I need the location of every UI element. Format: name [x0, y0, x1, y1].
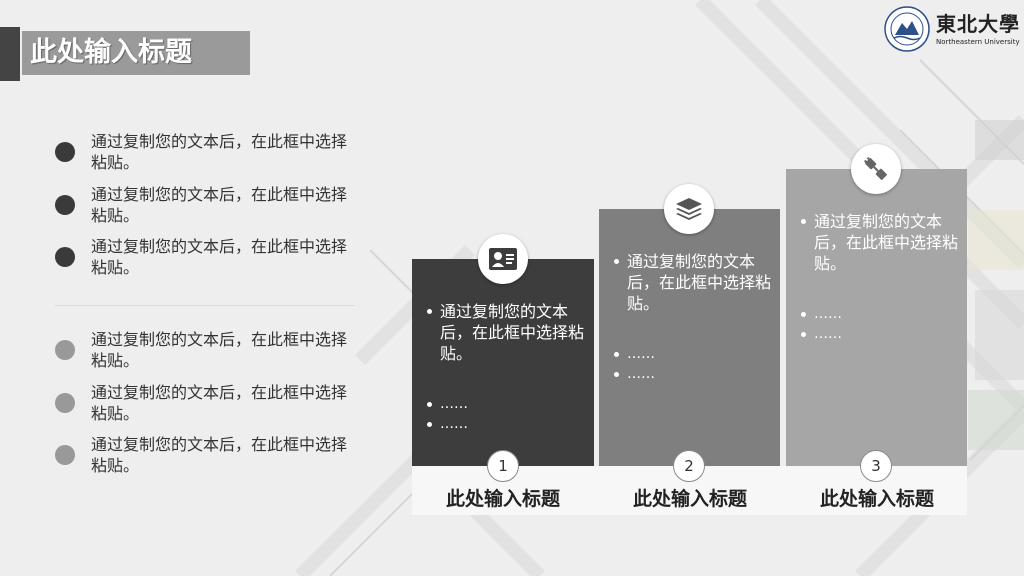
step-card-bullet: ……	[800, 324, 959, 344]
step-card-bullet: ……	[426, 414, 586, 434]
step-card-bullet: ……	[800, 304, 959, 324]
step-title-3: 此处输入标题	[819, 488, 934, 510]
step-card-bullet: ……	[613, 344, 772, 364]
step-title-1: 此处输入标题	[445, 488, 560, 510]
step-card-1: 通过复制您的文本后，在此框中选择粘贴。 …… ……	[412, 234, 594, 466]
title-accent-bar	[0, 27, 20, 81]
step-card-bullet: ……	[613, 364, 772, 384]
bullet-dot	[55, 142, 75, 162]
list-item: 通过复制您的文本后，在此框中选择粘贴。	[55, 131, 355, 175]
list-item-text: 通过复制您的文本后，在此框中选择粘贴。	[91, 435, 348, 475]
step-card-list: 通过复制您的文本后，在此框中选择粘贴。 …… ……	[613, 251, 772, 384]
bullet-dot	[55, 445, 75, 465]
step-card-2: 通过复制您的文本后，在此框中选择粘贴。 …… ……	[599, 184, 780, 466]
step-card-text: 通过复制您的文本后，在此框中选择粘贴。	[426, 301, 586, 364]
list-item-text: 通过复制您的文本后，在此框中选择粘贴。	[91, 383, 348, 423]
university-name-en: Northeastern University	[936, 38, 1020, 46]
list-item-text: 通过复制您的文本后，在此框中选择粘贴。	[91, 237, 348, 277]
step-number-3: 3	[860, 450, 892, 482]
list-item: 通过复制您的文本后，在此框中选择粘贴。	[55, 382, 355, 426]
step-number-1: 1	[487, 450, 519, 482]
bullet-dot	[55, 393, 75, 413]
list-item: 通过复制您的文本后，在此框中选择粘贴。	[55, 329, 355, 373]
layers-icon	[676, 198, 702, 220]
list-item-text: 通过复制您的文本后，在此框中选择粘贴。	[91, 185, 348, 225]
user-card-icon	[489, 248, 517, 270]
step-card-list: 通过复制您的文本后，在此框中选择粘贴。 …… ……	[800, 211, 959, 344]
bullet-dot	[55, 247, 75, 267]
step-card-text: 通过复制您的文本后，在此框中选择粘贴。	[613, 251, 772, 314]
bullet-dot	[55, 195, 75, 215]
university-name-cn: 東北大學	[936, 12, 1020, 36]
list-item-text: 通过复制您的文本后，在此框中选择粘贴。	[91, 330, 348, 370]
step-title-2: 此处输入标题	[632, 488, 747, 510]
step-icon-circle	[664, 184, 714, 234]
list-item: 通过复制您的文本后，在此框中选择粘贴。	[55, 236, 355, 280]
step-icon-circle	[478, 234, 528, 284]
step-card-3: 通过复制您的文本后，在此框中选择粘贴。 …… ……	[786, 144, 967, 466]
step-number-2: 2	[673, 450, 705, 482]
list-item-text: 通过复制您的文本后，在此框中选择粘贴。	[91, 132, 348, 172]
step-card-list: 通过复制您的文本后，在此框中选择粘贴。 …… ……	[426, 301, 586, 434]
university-emblem-icon	[884, 6, 930, 52]
list-item: 通过复制您的文本后，在此框中选择粘贴。	[55, 434, 355, 478]
page-title: 此处输入标题	[22, 31, 250, 75]
plug-connect-icon	[863, 156, 887, 180]
step-icon-circle	[851, 144, 901, 194]
step-card-text: 通过复制您的文本后，在此框中选择粘贴。	[800, 211, 959, 274]
step-card-bullet: ……	[426, 394, 586, 414]
bullet-dot	[55, 340, 75, 360]
university-logo: 東北大學 Northeastern University	[884, 6, 1020, 52]
list-item: 通过复制您的文本后，在此框中选择粘贴。	[55, 184, 355, 228]
divider	[55, 305, 355, 306]
